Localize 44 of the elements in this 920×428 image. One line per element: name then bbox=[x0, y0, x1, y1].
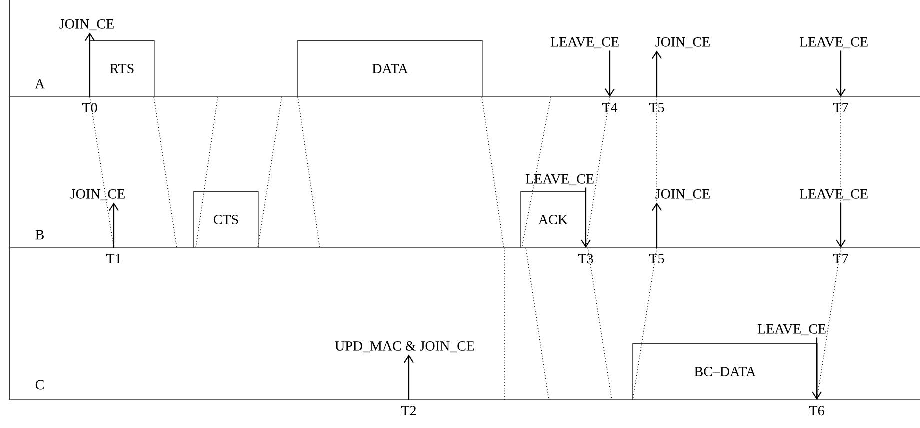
event-label: JOIN_CE bbox=[70, 189, 125, 201]
propagation-line bbox=[840, 96, 842, 248]
time-label: T6 bbox=[809, 406, 824, 416]
event-label: JOIN_CE bbox=[656, 189, 710, 201]
propagation-line bbox=[632, 248, 658, 400]
event-label: LEAVE_CE bbox=[526, 174, 594, 186]
event-label: JOIN_CE bbox=[60, 19, 114, 31]
lane-label: A bbox=[35, 79, 45, 89]
event-label: LEAVE_CE bbox=[550, 37, 619, 49]
event-label: UPD_MAC & JOIN_CE bbox=[335, 341, 474, 353]
event-arrow bbox=[109, 202, 119, 248]
event-arrow bbox=[812, 338, 822, 400]
event-arrow bbox=[581, 188, 591, 248]
time-label: T7 bbox=[834, 103, 848, 112]
event-arrow bbox=[836, 50, 846, 97]
propagation-line bbox=[586, 96, 610, 248]
propagation-line bbox=[816, 248, 842, 400]
time-label: T0 bbox=[82, 103, 98, 113]
event-label: JOIN_CE bbox=[656, 37, 710, 49]
event-arrow bbox=[652, 202, 662, 248]
pulse-box: DATA bbox=[298, 40, 483, 98]
time-label: T5 bbox=[649, 103, 664, 112]
time-label: T3 bbox=[578, 254, 594, 264]
event-label: LEAVE_CE bbox=[800, 189, 868, 201]
pulse-box: CTS bbox=[194, 191, 259, 248]
time-label: T5 bbox=[649, 254, 664, 264]
time-label: T2 bbox=[401, 406, 416, 416]
pulse-box: BC–DATA bbox=[632, 343, 818, 400]
event-arrow bbox=[404, 354, 414, 400]
time-label: T4 bbox=[602, 103, 618, 112]
event-arrow bbox=[85, 32, 95, 97]
event-arrow bbox=[605, 50, 615, 97]
pulse-box: RTS bbox=[90, 40, 155, 98]
propagation-line bbox=[656, 96, 658, 248]
pulse-box: ACK bbox=[520, 191, 586, 248]
time-label: T7 bbox=[834, 254, 848, 264]
event-arrow bbox=[836, 202, 846, 248]
lane-label: C bbox=[36, 380, 44, 390]
propagation-line bbox=[90, 96, 114, 248]
event-label: LEAVE_CE bbox=[800, 37, 868, 49]
event-label: LEAVE_CE bbox=[758, 324, 826, 336]
time-label: T1 bbox=[106, 254, 121, 264]
event-arrow bbox=[652, 50, 662, 97]
lane-label: B bbox=[36, 230, 44, 240]
